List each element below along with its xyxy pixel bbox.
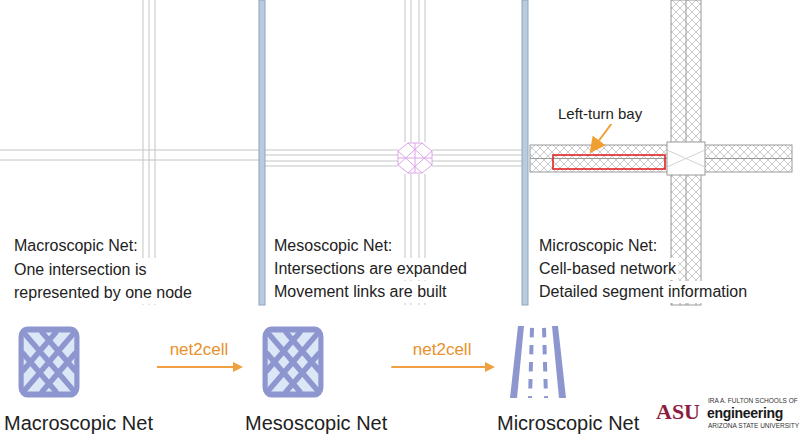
microscopic-net-node: Microscopic Net (497, 326, 639, 434)
network-icon (18, 326, 80, 398)
cell-network (530, 0, 792, 305)
panel-note: Cell-based network (537, 258, 678, 280)
logo-text: IRA A. FULTON SCHOOLS OF (708, 397, 798, 405)
logo-mark: ASU (656, 396, 700, 427)
movement-links (398, 143, 432, 173)
conversion-arrow (157, 366, 241, 368)
road-icon (510, 326, 566, 398)
node-title: Mesoscopic Net (245, 412, 387, 434)
panel-heading: Microscopic Net: (537, 235, 659, 257)
panel-note: Detailed segment information (537, 281, 749, 303)
edge-label: net2cell (411, 340, 474, 360)
meso-links (265, 0, 522, 305)
network-icon (262, 326, 324, 398)
macroscopic-net-node: Macroscopic Net (4, 326, 153, 434)
edge-label: net2cell (168, 340, 231, 360)
panel-heading: Macroscopic Net: (12, 235, 140, 257)
left-turn-bay-box (553, 155, 665, 169)
panel-note: One intersection is represented by one n… (12, 258, 216, 304)
logo-text: engineering (707, 403, 783, 423)
node-title: Macroscopic Net (4, 412, 153, 434)
panel-note: Movement links are built (272, 281, 449, 303)
macro-links (0, 0, 259, 305)
panel-heading: Mesoscopic Net: (272, 235, 394, 257)
leader-arrow (592, 123, 612, 150)
callout-label: Left-turn bay (556, 103, 644, 124)
panel-note: Intersections are expanded (272, 258, 469, 280)
node-title: Microscopic Net (497, 412, 639, 434)
logo-text: ARIZONA STATE UNIVERSITY (708, 422, 799, 430)
conversion-arrow (391, 366, 493, 368)
panel-separator (522, 0, 528, 305)
mesoscopic-net-node: Mesoscopic Net (245, 326, 387, 434)
panel-separator (259, 0, 265, 305)
